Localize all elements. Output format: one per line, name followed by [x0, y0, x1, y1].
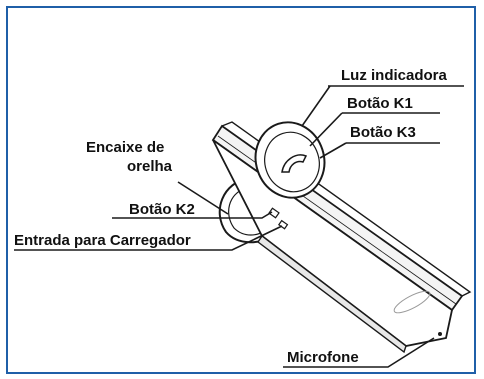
label-k1: Botão K1: [347, 95, 413, 112]
label-charger: Entrada para Carregador: [14, 232, 191, 249]
microphone-hole: [438, 332, 442, 336]
phone-icon: [281, 154, 308, 173]
bluetooth-logo-icon: [393, 290, 431, 314]
leader-k2: [112, 211, 273, 219]
label-microphone: Microfone: [287, 349, 359, 366]
leader-k3-diag: [319, 142, 347, 159]
label-ear-hook-line1: Encaixe de: [86, 139, 165, 156]
label-k3: Botão K3: [350, 124, 416, 141]
leader-k1-diag: [309, 112, 343, 147]
leader-charger: [14, 225, 283, 251]
label-ear-hook-line2: orelha: [127, 158, 173, 175]
device-bottom-edge: [257, 234, 407, 354]
label-k2: Botão K2: [129, 201, 195, 218]
leader-led-diag: [301, 85, 331, 127]
leader-microphone: [283, 337, 435, 368]
label-led: Luz indicadora: [341, 67, 447, 84]
k1-button-inner: [264, 131, 320, 193]
ear-hook-inner: [228, 187, 267, 236]
k2-side-button: [268, 207, 280, 219]
device-top-edge: [221, 121, 472, 297]
leader-ear-hook: [177, 181, 229, 215]
